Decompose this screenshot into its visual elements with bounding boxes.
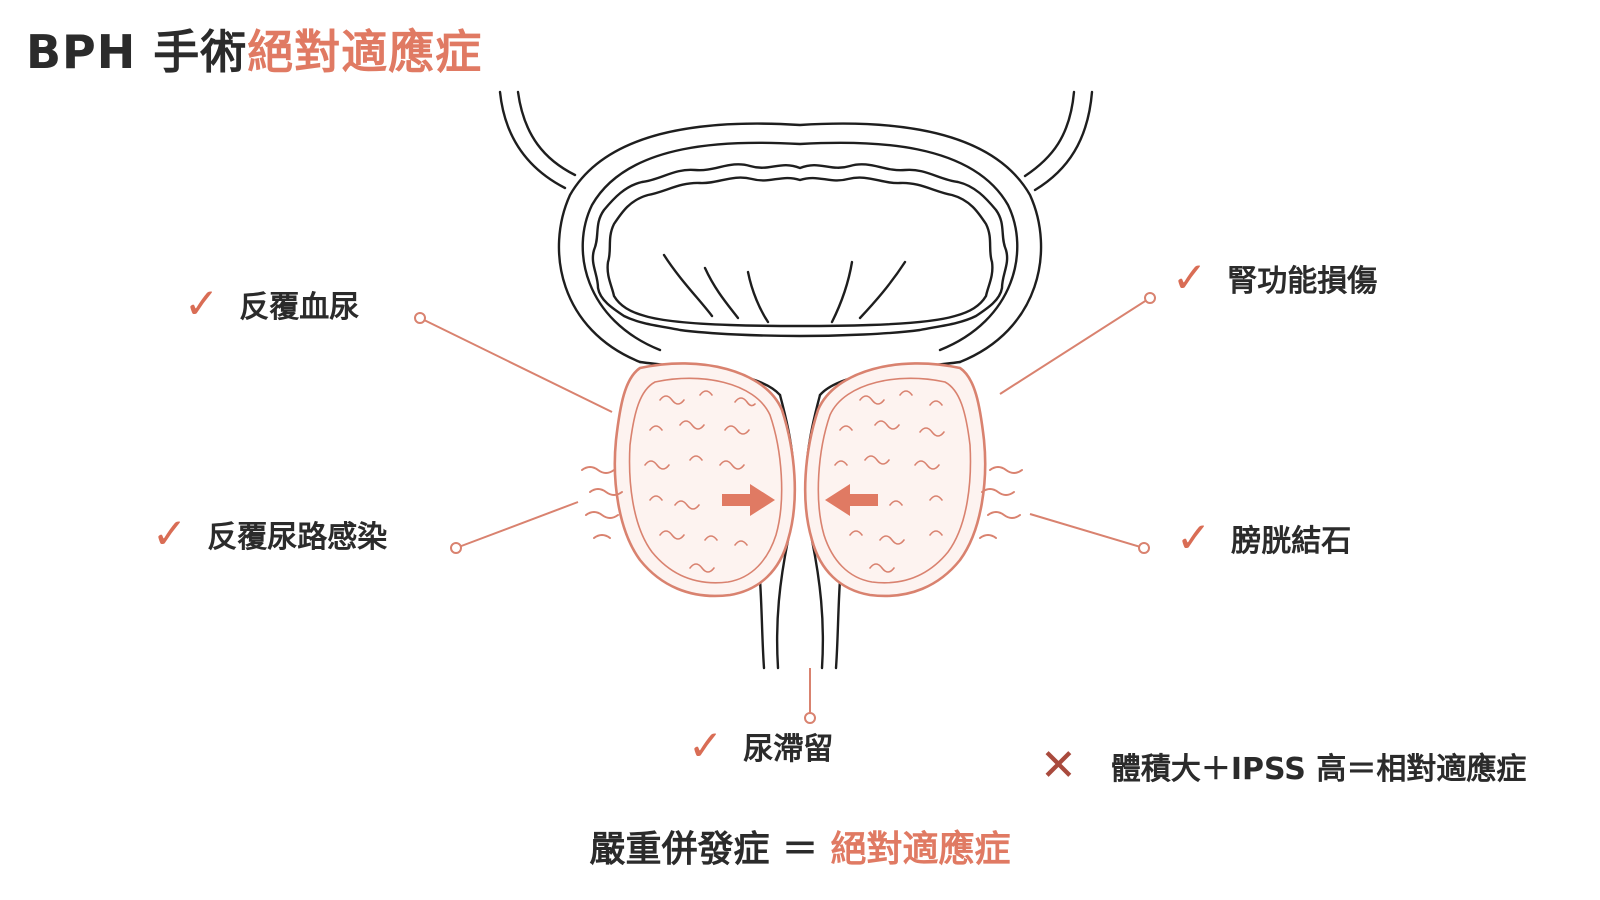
leader-dot-renal (1144, 292, 1156, 304)
prostate-lobe-right (803, 362, 987, 598)
ureter-right-inner (1023, 90, 1076, 178)
leader-dot-retention (804, 712, 816, 724)
leader-renal (999, 297, 1151, 395)
relative-indication-text: 體積大＋IPSS 高＝相對適應症 (1110, 752, 1527, 787)
check-icon: ✓ (184, 279, 220, 328)
leader-dot-uti (450, 542, 462, 554)
cross-icon: ✕ (1040, 740, 1077, 791)
page-title: BPH 手術絕對適應症 (26, 16, 482, 82)
trigone-line (662, 253, 714, 318)
prostate-lobe-left (613, 362, 797, 598)
label-renal: ✓ 腎功能損傷 (1172, 256, 1377, 300)
leader-dot-hematuria (414, 312, 426, 324)
footer-main: 嚴重併發症 ＝ (589, 829, 831, 870)
label-hematuria-text: 反覆血尿 (239, 290, 360, 325)
trigone-line (703, 266, 740, 320)
bladder-mucosa-inner (606, 176, 994, 328)
leader-stone (1029, 513, 1145, 549)
trigone-line (830, 260, 854, 324)
leader-hematuria (419, 317, 613, 413)
bladder-outer-wall (557, 122, 1043, 364)
bladder-inner-wall (581, 141, 1019, 352)
urethra-outer-right (834, 578, 842, 670)
label-uti-text: 反覆尿路感染 (207, 520, 388, 555)
leader-dot-stone (1138, 542, 1150, 554)
check-icon: ✓ (1172, 253, 1208, 302)
lobe-texture-left (644, 390, 756, 573)
label-stone-text: 膀胱結石 (1231, 524, 1352, 559)
check-icon: ✓ (152, 509, 188, 558)
footer-accent: 絕對適應症 (830, 829, 1011, 870)
pressure-lines-left (581, 466, 623, 539)
bladder-mucosa (591, 163, 1009, 338)
relative-indication-note: ✕ 體積大＋IPSS 高＝相對適應症 (1040, 744, 1526, 788)
pressure-lines-right (979, 466, 1023, 539)
ureter-left (498, 90, 567, 190)
label-stone: ✓ 膀胱結石 (1176, 516, 1351, 560)
title-main: BPH 手術 (26, 25, 248, 79)
footer-summary: 嚴重併發症 ＝ 絕對適應症 (0, 820, 1600, 872)
lobe-texture-inner-left (628, 377, 783, 584)
check-icon: ✓ (1176, 513, 1212, 562)
lobe-texture-inner-right (817, 377, 972, 584)
label-hematuria: ✓ 反覆血尿 (184, 282, 359, 326)
title-accent: 絕對適應症 (247, 25, 483, 79)
label-uti: ✓ 反覆尿路感染 (152, 512, 387, 556)
arrow-right-icon (722, 484, 775, 516)
arrow-left-icon (825, 484, 878, 516)
ureter-right (1033, 90, 1094, 192)
check-icon: ✓ (688, 721, 724, 770)
label-renal-text: 腎功能損傷 (1227, 264, 1378, 299)
urethra-outer-left (758, 578, 766, 670)
trigone-line (746, 270, 770, 324)
trigone-line (858, 260, 907, 320)
label-retention-text: 尿滯留 (743, 732, 834, 767)
leader-uti (455, 501, 579, 549)
label-retention: ✓ 尿滯留 (688, 724, 833, 768)
ureter-left-inner (516, 90, 577, 177)
